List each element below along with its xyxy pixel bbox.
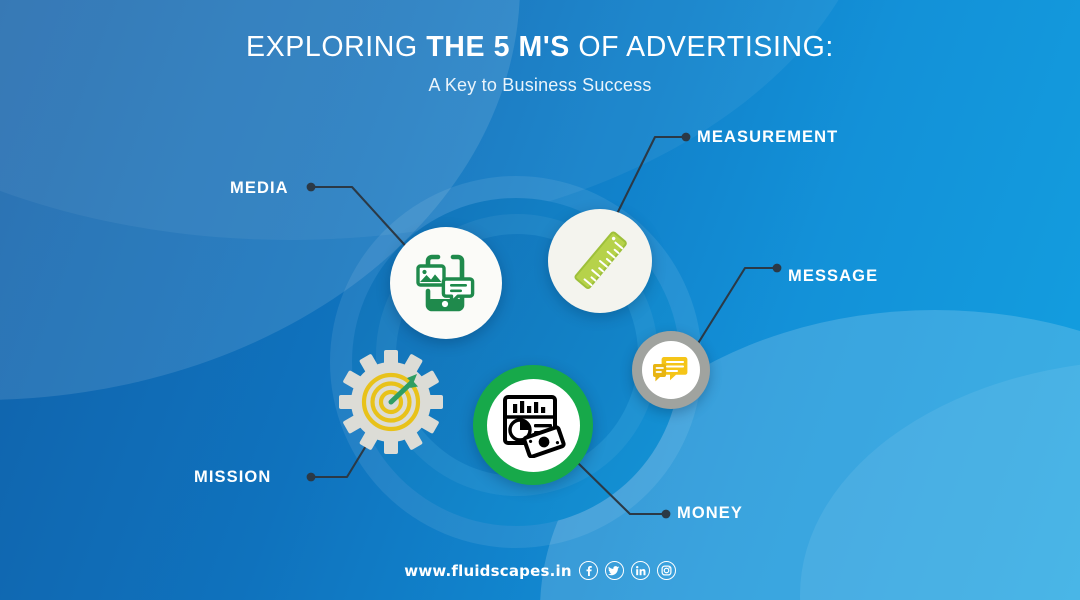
page-subtitle: A Key to Business Success	[428, 75, 652, 96]
connector-measurement	[609, 135, 688, 228]
money-inner-circle	[486, 378, 580, 472]
connector-dot-money	[661, 509, 671, 519]
facebook-icon[interactable]	[578, 561, 598, 580]
connector-dot-message	[772, 263, 782, 273]
header: EXPLORING THE 5 M'S OF ADVERTISING: A Ke…	[0, 30, 1080, 96]
connector-dot-media	[306, 182, 316, 192]
twitter-icon[interactable]	[604, 561, 624, 580]
title-segment-1: EXPLORING	[246, 31, 427, 63]
smartphone-media-icon	[416, 254, 475, 312]
connector-dot-measurement	[681, 132, 691, 142]
chat-bubbles-icon	[653, 357, 688, 382]
footer-website-url[interactable]: www.fluidscapes.in	[404, 561, 572, 580]
connector-dot-mission	[306, 472, 316, 482]
report-banknote-icon	[503, 395, 566, 458]
footer: www.fluidscapes.in	[0, 561, 1080, 580]
connector-media	[309, 185, 414, 255]
icon-bubble-measurement[interactable]	[548, 209, 652, 313]
icon-bubble-mission[interactable]	[339, 350, 443, 454]
label-mission: MISSION	[194, 468, 272, 486]
label-money: MONEY	[677, 504, 744, 522]
title-segment-2: OF ADVERTISING:	[569, 31, 834, 63]
icon-bubble-money[interactable]	[473, 365, 593, 485]
label-media: MEDIA	[230, 179, 289, 197]
connector-money	[576, 461, 668, 516]
label-measurement: MEASUREMENT	[697, 128, 839, 146]
label-message: MESSAGE	[788, 267, 879, 285]
icon-bubble-message[interactable]	[632, 331, 710, 409]
page-title: EXPLORING THE 5 M'S OF ADVERTISING:	[0, 30, 1080, 64]
ruler-icon	[574, 231, 627, 289]
gear-target-dart-icon	[339, 350, 443, 454]
instagram-icon[interactable]	[656, 561, 676, 580]
icon-bubble-media[interactable]	[390, 227, 502, 339]
title-segment-bold: THE 5 M'S	[426, 31, 570, 63]
message-inner-circle	[642, 341, 700, 399]
linkedin-icon[interactable]	[630, 561, 650, 580]
connector-message	[695, 266, 779, 347]
